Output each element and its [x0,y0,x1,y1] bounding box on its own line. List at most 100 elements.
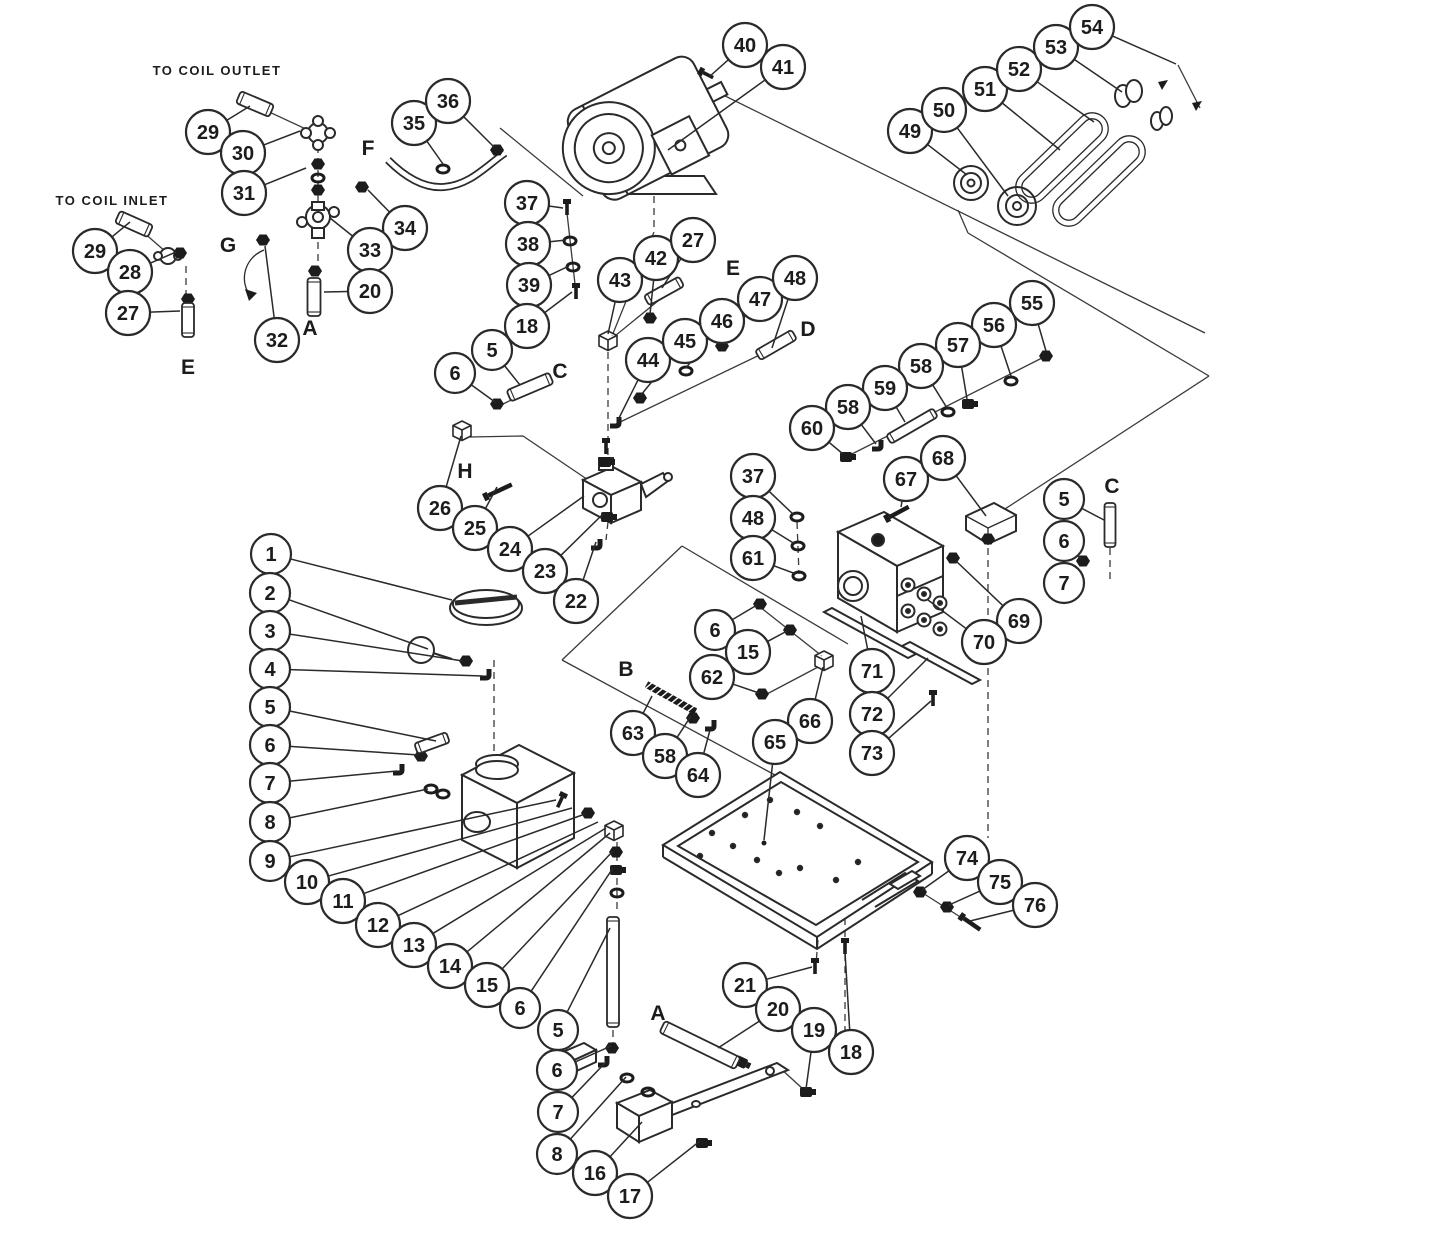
float-switch [407,636,453,664]
leader-line-57 [960,366,968,400]
leader-line-27 [149,310,181,313]
letter-label-C: C [552,360,567,383]
screw-part [957,912,982,932]
washer-part [678,365,694,377]
letter-label-A: A [650,1002,665,1025]
callout-15: 15 [724,628,772,676]
leader-line-69 [955,560,1004,607]
callout-56: 56 [970,301,1018,349]
callout-71: 71 [848,647,896,695]
callout-number: 32 [266,330,288,352]
leader-line-1 [290,558,453,601]
callout-25: 25 [451,504,499,552]
callout-number: 8 [551,1144,562,1166]
callout-2: 2 [248,571,292,615]
leader-line-33 [329,217,354,237]
callout-number: 74 [956,848,979,870]
callout-number: 6 [1058,531,1069,553]
callout-number: 44 [637,350,660,372]
callout-number: 14 [439,956,462,978]
callout-60: 60 [788,404,836,452]
bushing [1114,79,1173,131]
washer-part [609,887,625,899]
leader-line-5 [566,927,611,1013]
washer-part [435,788,451,800]
callout-number: 6 [264,735,275,757]
leader-line-73 [888,700,932,740]
callout-number: 1 [265,544,276,566]
nut-part [173,247,187,259]
callout-35: 35 [390,99,438,147]
callout-12: 12 [354,901,402,949]
callout-42: 42 [632,234,680,282]
leader-line-55 [1037,323,1047,352]
callout-49: 49 [886,107,934,155]
callout-number: 41 [772,57,794,79]
mounting-tray [661,770,934,951]
leader-line-4 [289,668,484,677]
leader-line-37 [548,205,564,209]
nut-part [311,158,325,170]
callout-38: 38 [504,220,552,268]
callout-73: 73 [848,729,896,777]
spring-part [644,681,698,715]
callout-number: 68 [932,448,954,470]
callout-15: 15 [463,961,511,1009]
callout-10: 10 [283,858,331,906]
callout-number: 11 [332,891,353,913]
callout-31: 31 [220,169,268,217]
leader-line-48 [771,528,796,545]
tube-part [414,731,450,755]
callout-number: 71 [861,661,883,683]
leader-line-20 [323,290,349,293]
leader-line-15 [767,630,788,643]
callout-52: 52 [995,45,1043,93]
leader-line-37 [768,490,795,516]
nut-part [686,712,700,724]
artwork [153,55,1173,1144]
callout-7: 7 [248,761,292,805]
callout-21: 21 [721,961,769,1009]
nut-part [605,1042,619,1054]
plug-part [601,512,617,522]
callout-number: 16 [584,1163,606,1185]
callout-number: 5 [1058,489,1069,511]
washer-part [789,511,805,523]
callout-40: 40 [721,21,769,69]
bolt-part [697,66,714,80]
callout-23: 23 [521,547,569,595]
elbow-part [705,720,717,732]
tube-part [659,1020,741,1070]
callout-18: 18 [827,1028,875,1076]
leader-line-41 [667,79,766,151]
callout-number: 40 [734,35,756,57]
callout-number: 65 [764,732,786,754]
bolt-part [602,438,610,454]
pump-rail [821,606,983,686]
elbow-part [610,417,622,429]
leader-line-6 [574,1045,612,1063]
callout-27: 27 [669,216,717,264]
callout-74: 74 [943,834,991,882]
callout-7: 7 [536,1090,580,1134]
callout-5: 5 [1042,477,1086,521]
washer-part [640,1086,656,1098]
callout-7: 7 [1042,561,1086,605]
leader-line-68 [955,475,987,517]
callout-number: 48 [742,508,764,530]
callout-58: 58 [641,732,689,780]
callout-26: 26 [416,484,464,532]
callout-6: 6 [498,986,542,1030]
bolt-part [841,938,849,954]
callout-number: 63 [622,723,644,745]
leader-line-25 [484,486,498,509]
leader-line-13 [432,827,607,935]
leader-line-54 [1111,35,1177,65]
callout-34: 34 [381,204,429,252]
callout-number: 58 [837,397,859,419]
nut-part [1076,555,1090,567]
callout-number: 5 [486,340,497,362]
leader-line-50 [956,127,1009,197]
washer-part [562,235,578,247]
callout-number: 29 [84,241,106,263]
